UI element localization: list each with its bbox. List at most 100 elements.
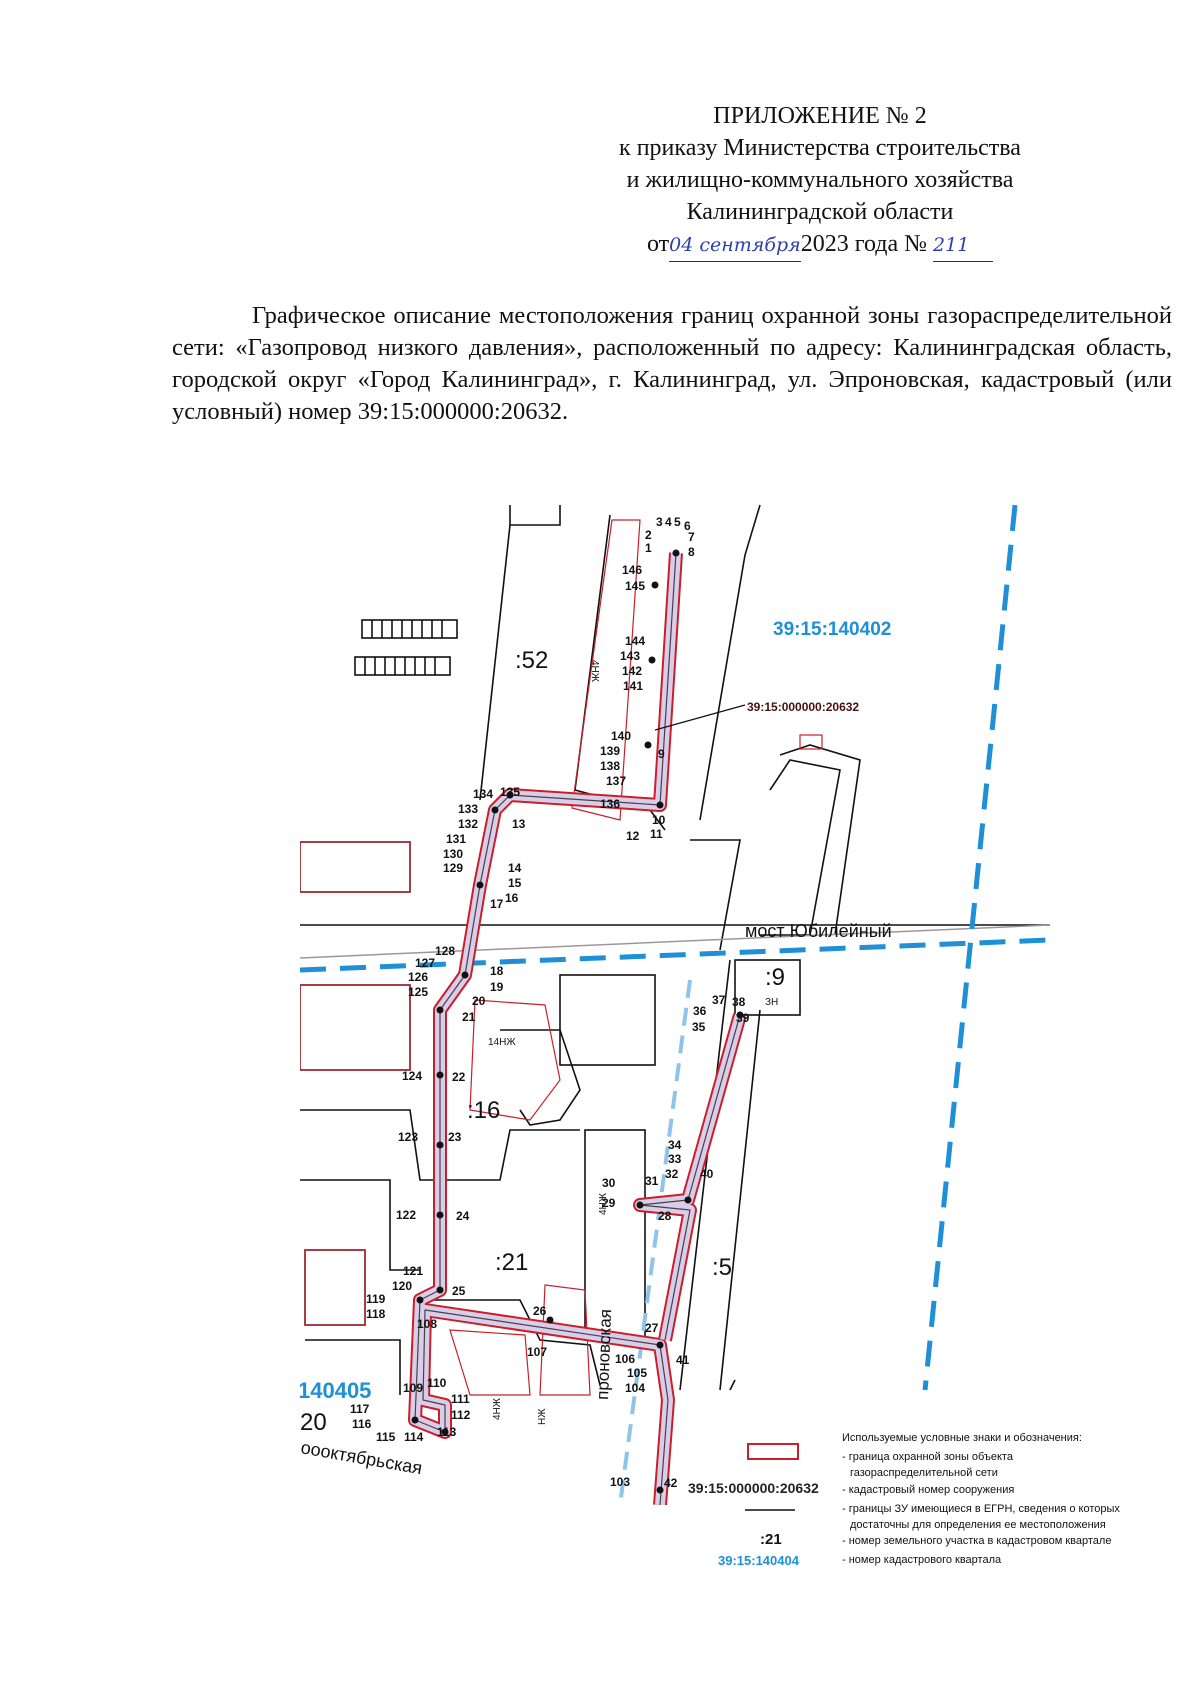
point-label: 27 [645, 1321, 659, 1335]
point-label: 25 [452, 1284, 466, 1298]
point-label: 137 [606, 774, 626, 788]
point-label: 116 [352, 1417, 372, 1431]
legend: Используемые условные знаки и обозначени… [688, 1432, 1120, 1568]
parcel-9-label: :9 [765, 964, 785, 991]
point-label: 10 [652, 813, 666, 827]
point-label: 125 [408, 985, 428, 999]
legend-item: - номер кадастрового квартала [842, 1554, 1002, 1566]
point-label: 103 [610, 1475, 630, 1489]
point-label: 16 [505, 891, 519, 905]
description-paragraph: Графическое описание местоположения гран… [172, 302, 1172, 425]
quarter-left-label: 140405 [298, 1378, 371, 1403]
legend-item: - граница охранной зоны объекта [842, 1451, 1014, 1463]
point-label: 138 [600, 759, 620, 773]
point-label: 39 [736, 1011, 750, 1025]
point-label: 104 [625, 1381, 645, 1395]
bridge-line [300, 924, 1051, 959]
building-label-4nzh-3: 4НЖ [492, 1397, 503, 1420]
point-label: 6 [684, 519, 691, 533]
from-prefix: от [646, 231, 670, 257]
point-label: 26 [533, 1304, 547, 1318]
point-label: 127 [415, 956, 435, 970]
legend-title: Используемые условные знаки и обозначени… [842, 1432, 1082, 1444]
point-label: 111 [451, 1392, 470, 1406]
point-labels: 1 2 3 4 5 6 7 8 9 10 11 12 13 14 15 16 1… [350, 515, 750, 1490]
legend-item: газораспределительной сети [850, 1467, 998, 1479]
point-label: 22 [452, 1070, 466, 1084]
point-label: 29 [602, 1196, 616, 1210]
point-label: 11 [650, 827, 663, 841]
point-label: 123 [398, 1130, 418, 1144]
point-label: 1 [645, 541, 652, 555]
point-label: 133 [458, 802, 478, 816]
point-label: 4 [665, 515, 672, 529]
point-label: 129 [443, 861, 463, 875]
point-label: 21 [462, 1010, 476, 1024]
handwritten-date: 04 сентября [669, 229, 801, 262]
point-label: 118 [366, 1307, 386, 1321]
point-label: 14 [508, 861, 522, 875]
point-label: 126 [408, 970, 428, 984]
point-label: 105 [627, 1366, 647, 1380]
point-label: 32 [665, 1167, 679, 1181]
legend-sample-quarter: 39:15:140404 [718, 1553, 800, 1568]
order-line-3: Калининградской области [686, 199, 954, 225]
point-label: 9 [658, 747, 665, 761]
quarter-number-label: 39:15:140402 [773, 619, 891, 640]
point-label: 112 [451, 1408, 471, 1422]
point-label: 131 [446, 832, 466, 846]
point-label: 143 [620, 649, 640, 663]
point-label: 135 [500, 785, 520, 799]
legend-item: - кадастровый номер сооружения [842, 1484, 1014, 1496]
point-label: 145 [625, 579, 645, 593]
point-label: 130 [443, 847, 463, 861]
point-label: 28 [658, 1209, 672, 1223]
point-label: 106 [615, 1352, 635, 1366]
appendix-title: ПРИЛОЖЕНИЕ № 2 [713, 103, 927, 129]
handwritten-number: 211 [933, 229, 994, 262]
building-label-4nzh-2: 4НЖ [598, 1192, 609, 1215]
point-label: 141 [623, 679, 643, 693]
point-label: 146 [622, 563, 642, 577]
year-text: 2023 года № [800, 231, 928, 257]
point-label: 115 [376, 1430, 396, 1444]
appendix-header: ПРИЛОЖЕНИЕ № 2 к приказу Министерства ст… [540, 100, 1100, 262]
point-label: 23 [448, 1130, 462, 1144]
point-label: 19 [490, 980, 504, 994]
point-label: 113 [437, 1425, 457, 1439]
point-label: 7 [688, 530, 695, 544]
point-label: 134 [473, 787, 493, 801]
point-label: 132 [458, 817, 478, 831]
building-label-14nzh: 14НЖ [488, 1037, 516, 1048]
point-label: 114 [404, 1430, 424, 1444]
point-label: 31 [645, 1174, 659, 1188]
quarter-boundaries [300, 504, 1051, 1391]
point-label: 122 [396, 1208, 416, 1222]
point-label: 110 [427, 1376, 447, 1390]
legend-item: достаточны для определения ее местополож… [850, 1519, 1106, 1531]
point-label: 108 [417, 1317, 437, 1331]
point-label: 13 [512, 817, 526, 831]
parcel-5-label: :5 [712, 1254, 732, 1281]
point-label: 136 [600, 797, 620, 811]
point-label: 33 [668, 1152, 682, 1166]
zone-vertices [411, 549, 744, 1494]
point-label: 38 [732, 995, 746, 1009]
point-label: 119 [366, 1292, 386, 1306]
building-label-zn: ЗН [765, 997, 778, 1008]
point-label: 41 [676, 1353, 690, 1367]
legend-sample-cadastral: 39:15:000000:20632 [688, 1480, 819, 1496]
legend-item: - границы ЗУ имеющиеся в ЕГРН, сведения … [842, 1503, 1120, 1515]
point-label: 117 [350, 1402, 370, 1416]
point-label: 37 [712, 993, 726, 1007]
legend-item: - номер земельного участка в кадастровом… [842, 1535, 1111, 1547]
point-label: 8 [688, 545, 695, 559]
point-label: 35 [692, 1020, 706, 1034]
building-label-4nzh: 4НЖ [589, 660, 600, 683]
street-eprovskaya-label: проновская [593, 1309, 615, 1400]
parcel-16-label: :16 [467, 1097, 500, 1124]
parcel-52-label: :52 [515, 647, 548, 674]
point-label: 2 [645, 528, 652, 542]
